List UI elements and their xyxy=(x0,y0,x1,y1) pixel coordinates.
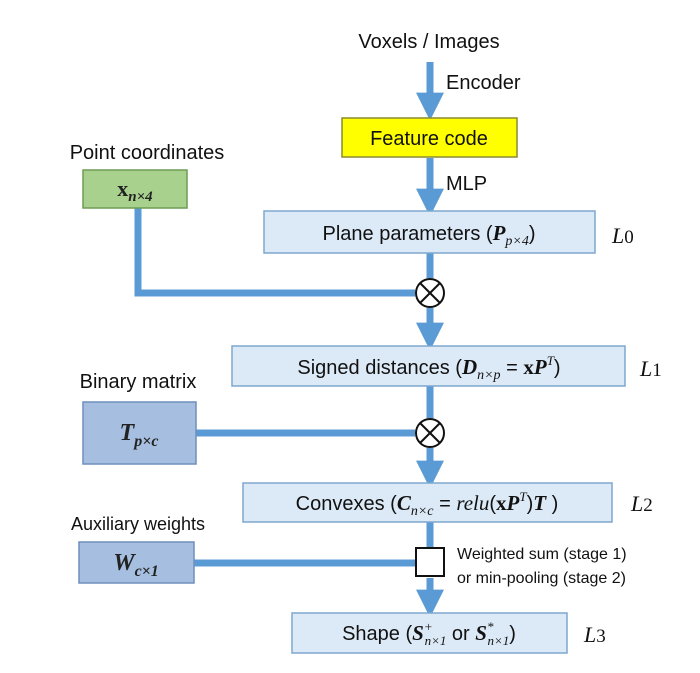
multiply-operator-1 xyxy=(415,278,445,308)
w-subscript: c×1 xyxy=(135,563,159,580)
plane-parameters-box xyxy=(263,210,596,254)
min-pooling-note: or min-pooling (stage 2) xyxy=(457,570,626,587)
point-coordinates-symbol: xn×4 xyxy=(117,176,153,205)
signed-distances-box xyxy=(231,345,626,387)
auxiliary-weights-label: Auxiliary weights xyxy=(71,514,205,534)
loss-l3: L3 xyxy=(583,622,606,647)
w-symbol: W xyxy=(113,550,136,576)
point-coordinates-label: Point coordinates xyxy=(70,142,225,164)
feature-code-box xyxy=(341,117,518,158)
encoder-label: Encoder xyxy=(446,72,521,94)
point-coordinates-box xyxy=(82,169,188,209)
feature-code-label: Feature code xyxy=(370,128,488,150)
auxiliary-weights-symbol: Wc×1 xyxy=(113,550,159,580)
weighted-sum-note: Weighted sum (stage 1) xyxy=(457,546,627,563)
line-points-to-op1 xyxy=(134,208,415,297)
binary-matrix-label: Binary matrix xyxy=(80,371,197,393)
shape-label: Shape (S+n×1 or S*n×1) xyxy=(342,619,516,648)
aggregation-operator xyxy=(415,547,445,577)
x-subscript: n×4 xyxy=(128,189,153,205)
signed-distances-label: Signed distances (Dn×p = xPT) xyxy=(297,353,560,383)
voxels-images-label: Voxels / Images xyxy=(358,31,499,53)
t-symbol: T xyxy=(120,420,136,446)
loss-l2: L2 xyxy=(630,491,653,516)
auxiliary-weights-box xyxy=(78,541,195,584)
t-subscript: p×c xyxy=(132,433,158,450)
loss-l1: L1 xyxy=(639,356,662,381)
shape-box xyxy=(291,612,568,654)
binary-matrix-symbol: Tp×c xyxy=(120,420,159,450)
plane-parameters-label: Plane parameters (Pp×4) xyxy=(322,221,535,249)
multiply-operator-2 xyxy=(415,418,445,448)
mlp-label: MLP xyxy=(446,173,487,195)
loss-l0: L0 xyxy=(611,223,634,248)
convexes-label: Convexes (Cn×c = relu(xPT)T ) xyxy=(296,489,559,519)
binary-matrix-box xyxy=(82,401,197,465)
convexes-box xyxy=(242,482,613,523)
x-symbol: x xyxy=(117,176,128,201)
